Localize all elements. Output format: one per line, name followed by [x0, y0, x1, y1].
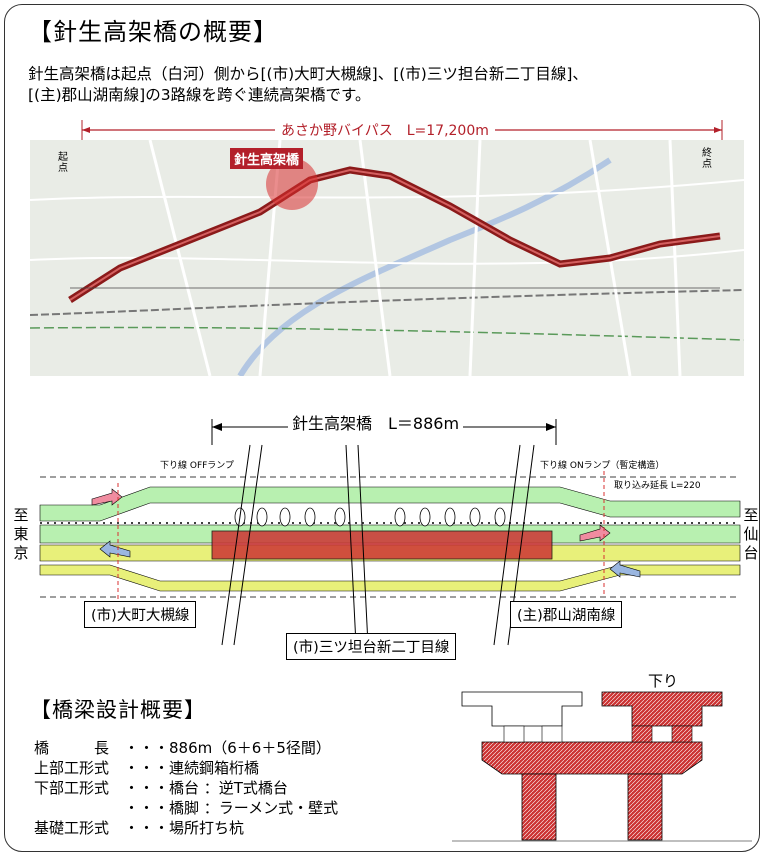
- section-direction-label: 下り: [648, 672, 679, 690]
- spec-row-3: 下部工形式 ・・・橋台 ：逆T式橋台: [34, 779, 288, 797]
- road-label-mitsudan: (市)三ツ坦台新二丁目線: [286, 633, 457, 660]
- start-point-label: 起点: [58, 152, 68, 174]
- page-frame: [4, 4, 760, 852]
- plan-view: [39, 419, 741, 646]
- road-label-koriyama-konan: (主)郡山湖南線: [510, 601, 623, 628]
- west-direction-label: 至東京: [13, 506, 29, 562]
- cross-section: [452, 691, 752, 842]
- map-drawing: [30, 140, 744, 376]
- route-map: 針生高架橋 起点 終点: [30, 140, 744, 376]
- spec-row-5: 基礎工形式 ・・・場所打ち杭: [34, 819, 245, 837]
- intro-line-2: [(主)郡山湖南線]の3路線を跨ぐ連続高架橋です。: [28, 86, 371, 104]
- spec-row-4: ・・・橋脚 ：ラーメン式・壁式: [34, 799, 339, 817]
- spec-row-1: 橋 長 ・・・886m（6＋6＋5径間）: [34, 739, 331, 757]
- bridge-length-label: 針生高架橋 L＝886m: [288, 410, 464, 434]
- design-title: 【橋梁設計概要】: [30, 698, 206, 722]
- bypass-label: あさか野バイパス L=17,200m: [275, 120, 495, 140]
- road-label-omachi: (市)大町大槻線: [84, 601, 197, 628]
- extension-label: 取り込み延長 L=220: [614, 481, 701, 491]
- off-ramp-label: 下り線 OFFランプ: [160, 461, 235, 471]
- east-direction-label: 至仙台: [743, 506, 759, 562]
- spec-row-2: 上部工形式 ・・・連続鋼箱桁橋: [34, 759, 260, 777]
- bridge-highlight-label: 針生高架橋: [230, 148, 304, 169]
- intro-line-1: 針生高架橋は起点（白河）側から[(市)大町大槻線]、[(市)三ツ担台新二丁目線]…: [28, 65, 588, 83]
- page-title: 【針生高架橋の概要】: [28, 18, 278, 46]
- intro-text: 針生高架橋は起点（白河）側から[(市)大町大槻線]、[(市)三ツ担台新二丁目線]…: [28, 64, 748, 106]
- end-point-label: 終点: [702, 148, 712, 170]
- on-ramp-label: 下り線 ONランプ（暫定構造）: [540, 461, 665, 471]
